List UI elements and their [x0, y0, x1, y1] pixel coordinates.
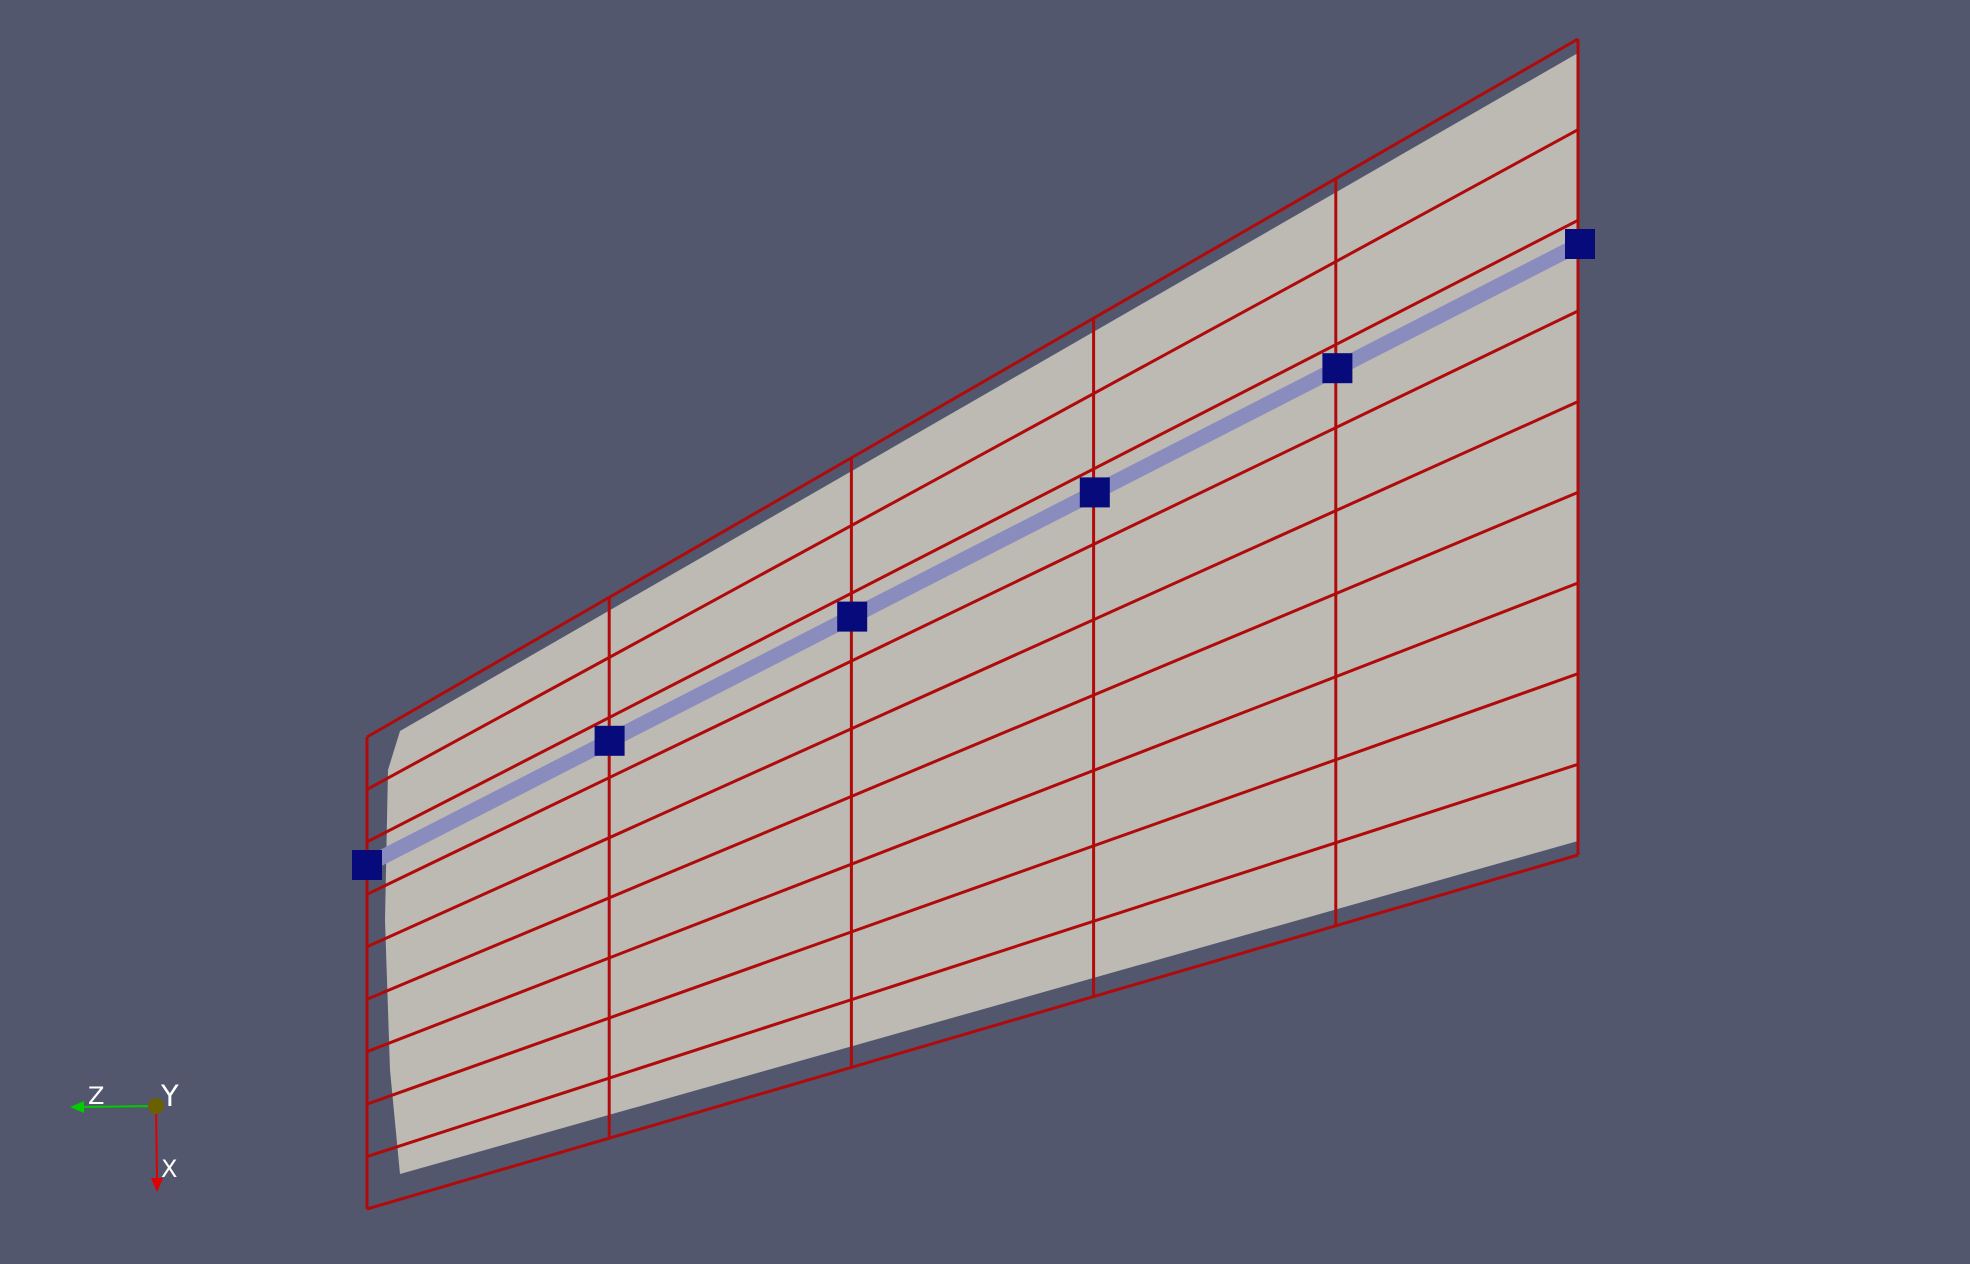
wing-surface[interactable]	[385, 53, 1578, 1174]
spar-control-points[interactable]	[352, 229, 1595, 880]
lattice-chordwise-line	[366, 490, 1579, 1001]
ffd-lattice[interactable]	[365, 37, 1580, 1211]
z-axis-arrow	[70, 1101, 84, 1113]
y-axis-dot	[148, 1098, 164, 1114]
z-axis-line	[81, 1105, 157, 1108]
spar-control-point[interactable]	[1079, 477, 1110, 508]
spar-control-point[interactable]	[1565, 229, 1595, 259]
y-axis-label: Y	[160, 1079, 179, 1113]
spar-control-point[interactable]	[837, 601, 868, 632]
z-axis-label: Z	[88, 1082, 104, 1110]
spar-line[interactable]	[359, 236, 1588, 873]
lattice-chordwise-line	[366, 853, 1579, 1211]
x-axis-label: X	[161, 1155, 177, 1183]
spar-control-point[interactable]	[352, 850, 382, 880]
lattice-chordwise-line	[366, 400, 1579, 949]
spar-control-point[interactable]	[594, 725, 625, 756]
spar-control-point[interactable]	[1322, 353, 1353, 384]
orientation-axes: Z Y X	[70, 1079, 179, 1192]
lattice-chordwise-line	[366, 762, 1579, 1158]
lattice-chordwise-line	[366, 128, 1579, 791]
x-axis-arrow	[151, 1178, 163, 1192]
lattice-chordwise-line	[366, 309, 1579, 896]
lattice-chordwise-line	[366, 37, 1579, 739]
lattice-chordwise-line	[366, 581, 1579, 1054]
lattice-chordwise-line	[366, 218, 1579, 844]
x-axis-line	[155, 1105, 158, 1181]
lattice-chordwise-line	[366, 672, 1579, 1106]
